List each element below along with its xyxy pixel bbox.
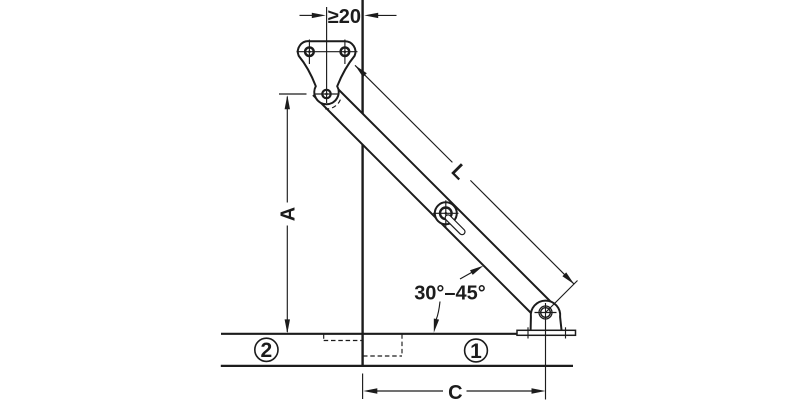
svg-text:≥20: ≥20 <box>328 6 361 28</box>
svg-text:A: A <box>277 207 299 221</box>
svg-text:2: 2 <box>261 339 273 362</box>
svg-text:1: 1 <box>470 340 482 363</box>
svg-text:L: L <box>447 160 471 184</box>
svg-text:30°–45°: 30°–45° <box>414 282 486 304</box>
svg-text:C: C <box>448 382 462 400</box>
